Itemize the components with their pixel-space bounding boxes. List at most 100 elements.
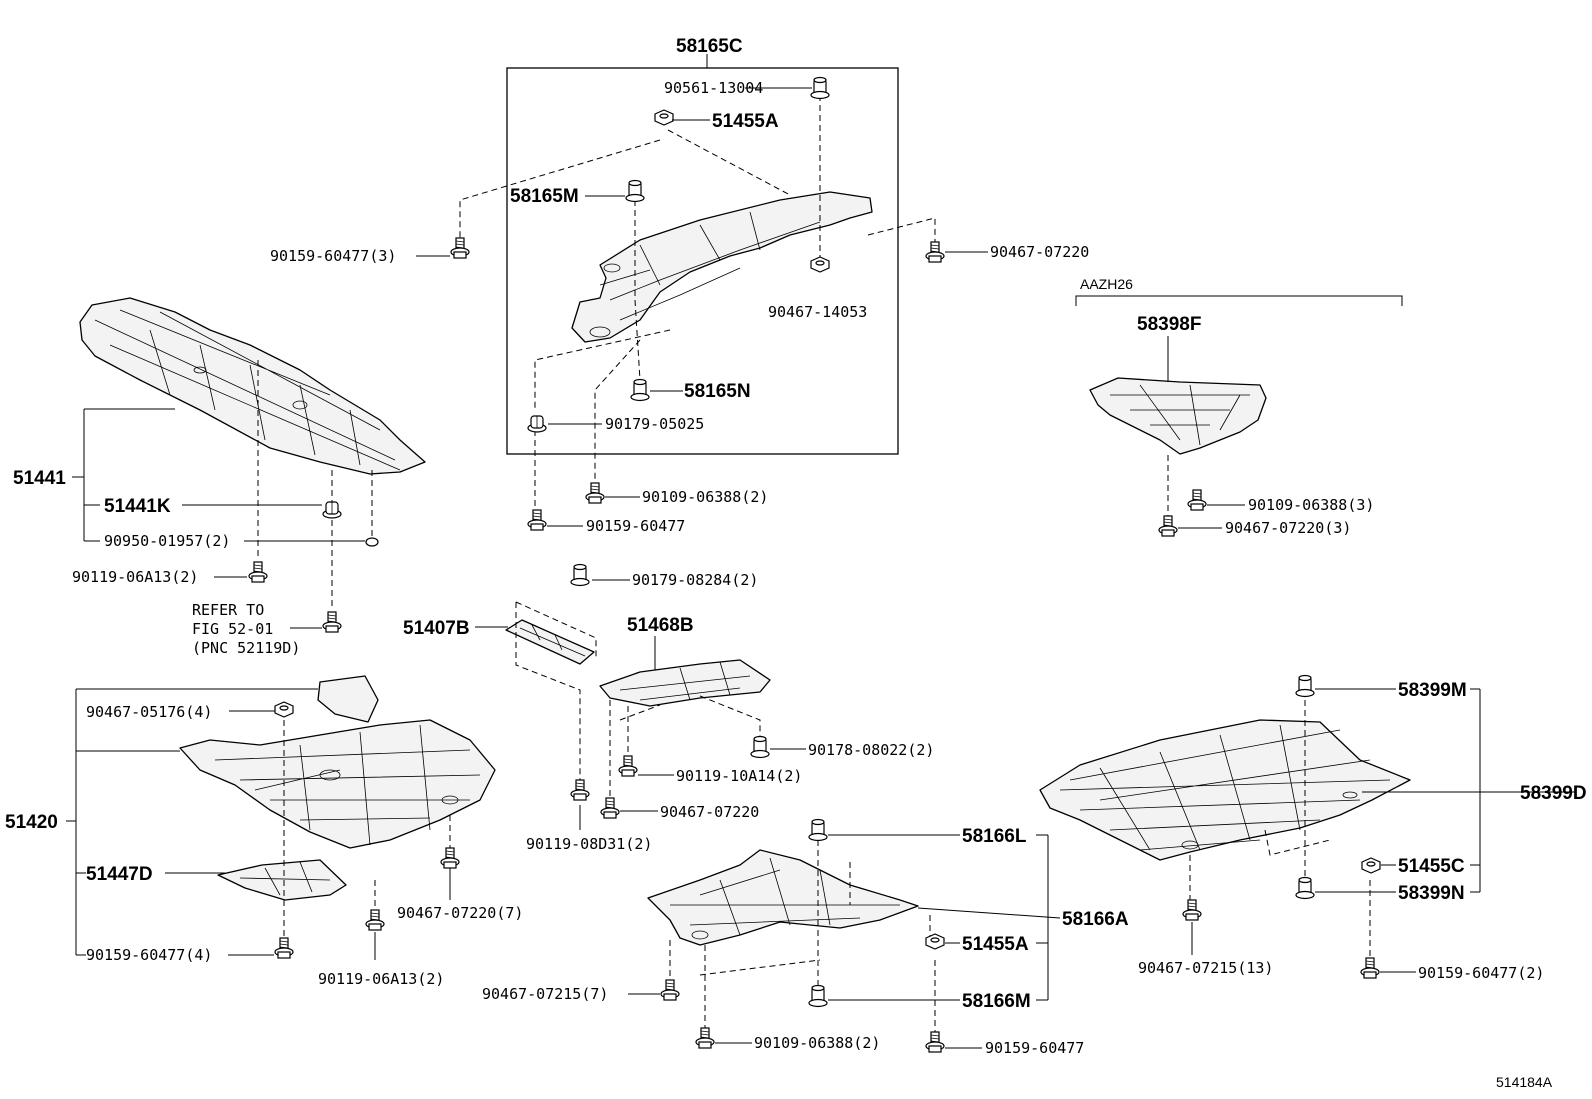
assembly-51420: 51420 90467-05176(4) 51447D 90467-07220(…	[5, 675, 523, 988]
grommet-90178-08022-2	[750, 735, 770, 759]
label-90109-06388-2-bot: 90109-06388(2)	[754, 1034, 880, 1052]
assembly-58165C: 58165C 90561-13004 51455A 58165M 90467-1…	[459, 36, 936, 510]
label-58399M: 58399M	[1398, 680, 1467, 701]
nut-90467-14053	[810, 256, 830, 273]
clip-51441K	[322, 501, 342, 519]
assembly-51441: 51441 51441K 90950-01957(2) 90119-06A13(…	[13, 297, 426, 657]
plug-90950-01957	[365, 537, 379, 547]
nut-51455C	[1361, 857, 1381, 874]
label-90467-07220-mid: 90467-07220	[660, 803, 759, 821]
label-51455A-top: 51455A	[712, 111, 779, 132]
label-90119-06A13-2-bot: 90119-06A13(2)	[318, 970, 444, 988]
bolt-90119-10A14-2	[618, 755, 638, 777]
label-58166L: 58166L	[962, 826, 1027, 847]
bolt-90467-07215-7	[660, 979, 680, 1001]
assembly-58398F: AAZH26 58398F 90109-06388(3) 90467-07220…	[1075, 276, 1403, 537]
label-90467-07220-7: 90467-07220(7)	[397, 904, 523, 922]
label-58165M: 58165M	[510, 186, 579, 207]
bolt-90109-06388-2-bot	[695, 1027, 715, 1049]
bolt-90467-07220-mid	[600, 797, 620, 819]
bolt-90467-07215-13	[1182, 899, 1202, 921]
label-90467-07220-top: 90467-07220	[990, 243, 1089, 261]
label-51407B: 51407B	[403, 618, 470, 639]
diagram-id: 514184A	[1496, 1074, 1553, 1090]
label-58165C: 58165C	[676, 36, 743, 57]
assembly-58165C-box	[506, 67, 899, 455]
cover-51420	[179, 719, 496, 849]
label-90179-05025: 90179-05025	[605, 415, 704, 433]
label-58398F: 58398F	[1137, 314, 1201, 335]
bolt-90467-07220-3	[1158, 515, 1178, 537]
label-51441: 51441	[13, 468, 66, 489]
bolt-90109-06388-2-top	[585, 482, 605, 504]
bolt-90159-60477-4	[274, 937, 294, 959]
label-51441K: 51441K	[104, 496, 171, 517]
label-51447D: 51447D	[86, 864, 153, 885]
grommet-58166L	[808, 818, 828, 842]
label-90159-60477-4: 90159-60477(4)	[86, 946, 212, 964]
label-90159-60477-bot: 90159-60477	[985, 1039, 1084, 1057]
bolt-90119-06A13-2-bot	[365, 909, 385, 931]
grommet-58399M	[1295, 674, 1315, 698]
bolt-90119-08D31-2	[570, 779, 590, 801]
bolt-90159-60477-2	[1360, 957, 1380, 979]
label-58166A: 58166A	[1062, 909, 1129, 930]
assembly-58166A: 58166L 58166A 51455A 58166M 90467-07215(…	[482, 818, 1129, 1057]
label-90109-06388-2-top: 90109-06388(2)	[642, 488, 768, 506]
bolt-90109-06388-3	[1187, 489, 1207, 511]
grommet-58165M	[625, 179, 645, 203]
assembly-58399D: 58399M 58399D 51455C 58399N 90467-07215(…	[1039, 674, 1587, 982]
label-90159-60477-2: 90159-60477(2)	[1418, 964, 1544, 982]
label-90561-13004: 90561-13004	[664, 79, 763, 97]
label-90119-08D31-2: 90119-08D31(2)	[526, 835, 652, 853]
label-90109-06388-3: 90109-06388(3)	[1248, 496, 1374, 514]
cover-58399D	[1039, 719, 1411, 861]
label-90159-60477-mid: 90159-60477	[586, 517, 685, 535]
grommet-58166M	[808, 984, 828, 1008]
deflector-piece	[317, 675, 379, 723]
grommet-58165N	[630, 378, 650, 402]
label-refer-line1: REFER TO	[192, 601, 264, 619]
label-90467-07220-3: 90467-07220(3)	[1225, 519, 1351, 537]
cover-58398F	[1089, 377, 1267, 455]
label-90467-07215-13: 90467-07215(13)	[1138, 959, 1273, 977]
label-90467-14053: 90467-14053	[768, 303, 867, 321]
bolt-90467-07220-top	[925, 241, 945, 263]
label-58166M: 58166M	[962, 991, 1031, 1012]
label-90119-10A14-2: 90119-10A14(2)	[676, 767, 802, 785]
label-90179-08284-2: 90179-08284(2)	[632, 571, 758, 589]
label-90467-05176-4: 90467-05176(4)	[86, 703, 212, 721]
bracket-58165C	[571, 191, 873, 343]
bolt-90159-60477-mid	[527, 509, 547, 531]
plate-51447D	[217, 859, 347, 901]
label-90950-01957-2: 90950-01957(2)	[104, 532, 230, 550]
bolt-90159-60477-bot	[925, 1031, 945, 1053]
label-51455C: 51455C	[1398, 856, 1465, 877]
bolt-90467-07220-7	[440, 847, 460, 869]
brace-51407B	[505, 619, 595, 665]
grommet-90561-13004	[810, 76, 830, 100]
label-90178-08022-2: 90178-08022(2)	[808, 741, 934, 759]
label-51455A-bot: 51455A	[962, 934, 1029, 955]
bolt-90119-06A13-2-top	[248, 561, 268, 583]
grommet-58399N	[1295, 876, 1315, 900]
label-90119-06A13-2-top: 90119-06A13(2)	[72, 568, 198, 586]
cover-51441	[79, 297, 426, 475]
bolt-refer-52119D	[322, 611, 342, 633]
label-AAZH26: AAZH26	[1080, 276, 1133, 292]
nut-51455A-bot	[925, 933, 945, 950]
label-58165N: 58165N	[684, 381, 751, 402]
label-90467-07215-7: 90467-07215(7)	[482, 985, 608, 1003]
nut-90467-05176-4	[274, 701, 294, 718]
label-58399D: 58399D	[1520, 783, 1587, 804]
label-refer-line2: FIG 52-01	[192, 620, 273, 638]
bolt-90159-60477-3	[450, 237, 470, 259]
grommet-90179-08284-2	[570, 563, 590, 587]
label-51468B: 51468B	[627, 615, 694, 636]
label-90159-60477-3: 90159-60477(3)	[270, 247, 396, 265]
nut-51455A-top	[654, 109, 674, 126]
clip-90179-05025	[527, 415, 547, 433]
label-51420: 51420	[5, 812, 58, 833]
assembly-center: 90179-08284(2) 51407B 51468B 90178-08022…	[403, 563, 934, 853]
